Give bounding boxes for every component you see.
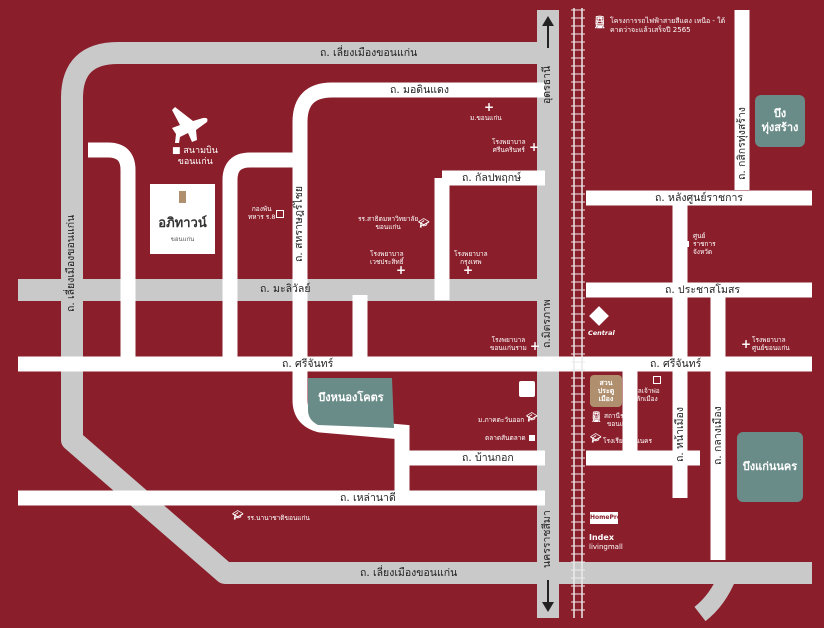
place-wecare: โรงพยาบาล เวชประสิทธิ์ — [370, 250, 404, 267]
hospital-icon-srinagarind: + — [529, 140, 540, 154]
place-kkw-school: โรงเรียนแก่นนคร — [603, 437, 652, 445]
label-kasikorn: ถ. กสิกรทุ่งสร้าง — [736, 107, 748, 180]
white-roads — [18, 10, 812, 560]
label-sichan-east: ถ. ศรีจันทร์ — [650, 358, 702, 370]
hospital-icon-sunyakaen: + — [741, 337, 752, 351]
label-udon: อุดรธานี — [541, 65, 553, 104]
place-train-note: โครงการรถไฟฟ้าสายสีแดง เหนือ - ใต้ คาดว่… — [610, 17, 726, 34]
place-northeast-univ: ม.ภาคตะวันออก — [478, 416, 525, 424]
label-sichan: ถ. ศรีจันทร์ — [282, 358, 334, 370]
hospital-icon-ram: + — [530, 339, 541, 353]
label-sahakhuan: ถ. สหราษฎร์ไชย — [293, 185, 305, 262]
label-lang-sun: ถ. หลังศูนย์ราชการ — [655, 192, 744, 204]
label-maliwan: ถ. มะลิวัลย์ — [260, 283, 311, 295]
label-klang-mueang: ถ. กลางเมือง — [712, 406, 724, 465]
label-ring-top: ถ. เลี่ยงเมืองขอนแก่น — [320, 47, 418, 59]
mall-logo-icon — [519, 381, 535, 397]
ring-road — [61, 42, 812, 584]
label-mittraphap: ถ.มิตรภาพ — [541, 299, 553, 348]
airplane-icon — [172, 107, 208, 143]
govt-center-marker — [683, 241, 689, 247]
place-bangkok-hosp: โรงพยาบาล กรุงเทพ — [454, 250, 488, 267]
brand-sub: ขอนแก่น — [170, 236, 195, 243]
place-central: Central — [588, 329, 615, 337]
park-pratu-mueang: สวน ประตู เมือง — [597, 378, 615, 404]
school-icon-intl: 🎓︎ — [232, 511, 244, 521]
place-shrine: ศาลเจ้าพ่อ หลักเมือง — [630, 387, 660, 404]
label-mottindaeng: ถ. มอดินแดง — [390, 84, 449, 96]
label-prachasamosorn: ถ. ประชาสโมสร — [665, 284, 741, 296]
school-icon-sarasas: 🎓︎ — [418, 219, 430, 229]
place-khonkaen-univ: ม.ขอนแก่น — [470, 114, 502, 122]
lake-thung-sang: บึง ทุ่งสร้าง — [761, 106, 799, 134]
label-na-mueang: ถ. หน้าเมือง — [674, 407, 686, 462]
place-index-line2: livingmall — [589, 543, 623, 551]
place-govt-center: ศูนย์ ราชการ จังหวัด — [693, 232, 716, 257]
lake-nong-khot: บึงหนองโคตร — [318, 390, 384, 404]
lake-kaen-nakhon: บึงแก่นนคร — [742, 459, 798, 473]
place-sunyakaen: โรงพยาบาล ศูนย์ขอนแก่น — [752, 336, 790, 353]
railway — [571, 8, 585, 618]
railway-ties — [571, 9, 585, 611]
label-kanlaphaphruk: ถ. กัลปพฤกษ์ — [462, 172, 522, 184]
hospital-icon-bangkok: + — [463, 263, 474, 277]
label-ring-left: ถ. เลี่ยงเมืองขอนแก่น — [65, 214, 77, 312]
brand-logo-mark — [179, 191, 186, 203]
park-shape — [590, 375, 622, 407]
place-station: สถานีรถไฟ ขอนแก่น — [604, 412, 636, 429]
place-airport: ■ สนามบิน ขอนแก่น — [172, 146, 218, 168]
label-lahnadi: ถ. เหล่านาดี — [340, 492, 396, 504]
road-west-loop — [222, 152, 300, 365]
market-marker — [529, 435, 535, 441]
lake-kaen-nakhon-shape — [737, 432, 803, 502]
army-marker — [276, 210, 284, 218]
place-intl-school: รร.นานาชาติขอนแก่น — [247, 514, 310, 522]
road-airport — [88, 142, 136, 365]
place-army: กองพัน ทหาร ร.8 — [248, 205, 276, 222]
place-index-line1: Index — [589, 533, 614, 542]
brand-name: อภิทาวน์ — [158, 216, 207, 231]
school-icon-univ: 🎓︎ — [526, 413, 538, 423]
road-sahakhuan — [292, 82, 333, 365]
hospital-icon-wecare: + — [396, 263, 407, 277]
place-homepro: HomePro — [590, 512, 621, 524]
label-nakhon-ratchasima: นครราชสีมา — [541, 510, 553, 568]
shrine-marker — [653, 376, 661, 384]
place-market: ตลาดสันตลาด — [485, 434, 526, 442]
label-bankok: ถ. บ้านกอก — [462, 452, 514, 464]
direction-arrows — [542, 16, 554, 612]
train-icon-redline: 🚆︎ — [592, 15, 608, 29]
hospital-icon-univ: + — [484, 100, 495, 114]
lake-nong-khot-shape — [308, 378, 394, 428]
lake-thung-sang-shape — [755, 95, 805, 147]
school-icon-kkw: 🎓︎ — [590, 434, 602, 444]
place-sarasas: รร.สาธิตมหาวิทยาลัย ขอนแก่น — [358, 215, 419, 232]
train-icon-station: 🚆︎ — [590, 412, 603, 423]
ring-road-east-spur — [694, 571, 737, 622]
place-khonkaen-ram: โรงพยาบาล ขอนแก่นราม — [490, 336, 527, 353]
label-ring-bottom: ถ. เลี่ยงเมืองขอนแก่น — [360, 567, 458, 579]
place-srinagarind: โรงพยาบาล ศรีนครินทร์ — [492, 138, 526, 155]
